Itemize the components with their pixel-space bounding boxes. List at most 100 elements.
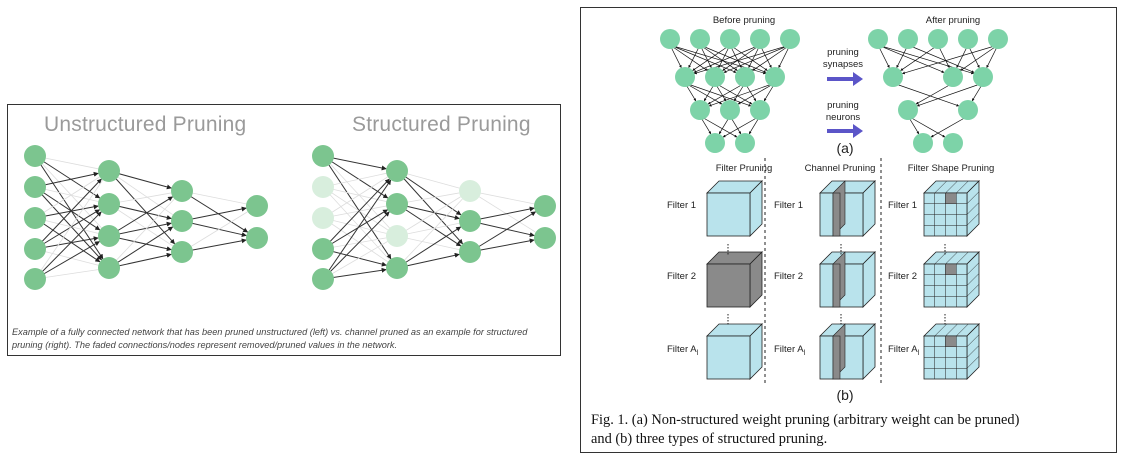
pruned-connection bbox=[34, 179, 104, 280]
neuron bbox=[459, 241, 481, 263]
pruned-filter-cube bbox=[706, 251, 763, 308]
neuron bbox=[943, 133, 963, 153]
synapse bbox=[708, 82, 776, 107]
pruned-connection bbox=[322, 155, 390, 229]
connection bbox=[181, 190, 249, 233]
filter-shape-pruning-header: Filter Shape Pruning bbox=[908, 163, 995, 174]
sp-row-filter-2: Filter 2 bbox=[888, 271, 917, 282]
after-pruning-label: After pruning bbox=[926, 15, 980, 26]
synapse bbox=[907, 115, 946, 138]
synapse bbox=[737, 82, 776, 105]
sp-row-filter-a: Filter Al bbox=[888, 344, 920, 357]
neuron bbox=[24, 145, 46, 167]
connection bbox=[396, 203, 462, 247]
neuron bbox=[24, 176, 46, 198]
neuron bbox=[973, 67, 993, 87]
caption-line-2: and (b) three types of structured prunin… bbox=[591, 431, 828, 447]
synapse bbox=[684, 82, 723, 105]
structured-pruning-title: Structured Pruning bbox=[352, 113, 531, 136]
neuron bbox=[98, 257, 120, 279]
before-pruning-label: Before pruning bbox=[713, 15, 775, 26]
neuron bbox=[690, 100, 710, 120]
neuron bbox=[765, 67, 785, 87]
unstructured-vs-structured-figure: Unstructured Pruning Structured Pruning … bbox=[7, 104, 561, 356]
synapse bbox=[916, 82, 984, 107]
connection bbox=[34, 178, 102, 250]
channel-filter-cube bbox=[819, 180, 876, 237]
pruned-neuron bbox=[312, 207, 334, 229]
synapse bbox=[902, 44, 999, 75]
synapse bbox=[907, 44, 975, 73]
connection bbox=[322, 155, 392, 260]
pruned-connection bbox=[322, 217, 389, 263]
neuron bbox=[660, 29, 680, 49]
neuron bbox=[386, 193, 408, 215]
neuron bbox=[735, 67, 755, 87]
filter-cube bbox=[706, 323, 763, 380]
neuron bbox=[312, 268, 334, 290]
fp-row-filter-a: Filter Al bbox=[667, 344, 699, 357]
cp-row-filter-a: Filter Al bbox=[774, 344, 806, 357]
pruned-connection bbox=[108, 203, 174, 247]
pruned-connection bbox=[34, 155, 102, 229]
pruning-neurons-label-2: neurons bbox=[826, 112, 861, 123]
pruned-connection bbox=[469, 190, 536, 233]
connection bbox=[469, 211, 537, 253]
connection bbox=[322, 209, 389, 250]
neuron bbox=[171, 210, 193, 232]
pruned-connection bbox=[108, 198, 175, 269]
neuron bbox=[720, 100, 740, 120]
neuron bbox=[735, 133, 755, 153]
pruned-neuron bbox=[459, 180, 481, 202]
cp-row-filter-1: Filter 1 bbox=[774, 200, 803, 211]
sublabel-b: (b) bbox=[836, 387, 853, 403]
fp-row-filter-1: Filter 1 bbox=[667, 200, 696, 211]
pruning-synapses-label-1: pruning bbox=[827, 47, 859, 58]
synapse bbox=[693, 44, 761, 73]
synapse bbox=[707, 82, 746, 105]
neuron bbox=[386, 160, 408, 182]
synapse bbox=[915, 82, 954, 105]
connection bbox=[108, 226, 174, 269]
neuron bbox=[246, 227, 268, 249]
synapse bbox=[722, 115, 761, 138]
pruned-weight-cell bbox=[945, 335, 957, 347]
pruned-connection bbox=[34, 176, 100, 219]
neuron bbox=[898, 29, 918, 49]
neuron bbox=[988, 29, 1008, 49]
synapse bbox=[729, 44, 768, 71]
caption-line-1: Fig. 1. (a) Non-structured weight prunin… bbox=[591, 412, 1020, 428]
right-figure-caption: Fig. 1. (a) Non-structured weight prunin… bbox=[591, 411, 1111, 449]
channel-filter-cube bbox=[819, 251, 876, 308]
unstructured-pruning-title: Unstructured Pruning bbox=[44, 113, 247, 136]
neuron bbox=[171, 180, 193, 202]
left-figure-caption: Example of a fully connected network tha… bbox=[12, 327, 528, 350]
synapse bbox=[752, 44, 791, 71]
neuron bbox=[705, 67, 725, 87]
synapse bbox=[714, 82, 753, 105]
synapse bbox=[699, 115, 738, 138]
connection bbox=[34, 155, 104, 260]
connection bbox=[34, 186, 102, 261]
connection bbox=[108, 196, 174, 237]
pruning-networks-diagram bbox=[24, 145, 556, 290]
connection bbox=[322, 179, 392, 280]
neuron bbox=[868, 29, 888, 49]
connection bbox=[396, 170, 462, 216]
channel-pruning-header: Channel Pruning bbox=[805, 163, 876, 174]
connection bbox=[34, 155, 101, 199]
synapse bbox=[930, 115, 969, 138]
neuron bbox=[312, 238, 334, 260]
neuron bbox=[459, 210, 481, 232]
synapse bbox=[892, 82, 960, 107]
connection bbox=[34, 186, 101, 231]
neuron bbox=[958, 29, 978, 49]
neuron bbox=[750, 29, 770, 49]
neuron bbox=[898, 100, 918, 120]
neuron bbox=[312, 145, 334, 167]
neuron bbox=[386, 257, 408, 279]
shape-filter-cube bbox=[923, 323, 980, 380]
synapse bbox=[722, 44, 761, 71]
neuron bbox=[24, 268, 46, 290]
neuron bbox=[24, 207, 46, 229]
